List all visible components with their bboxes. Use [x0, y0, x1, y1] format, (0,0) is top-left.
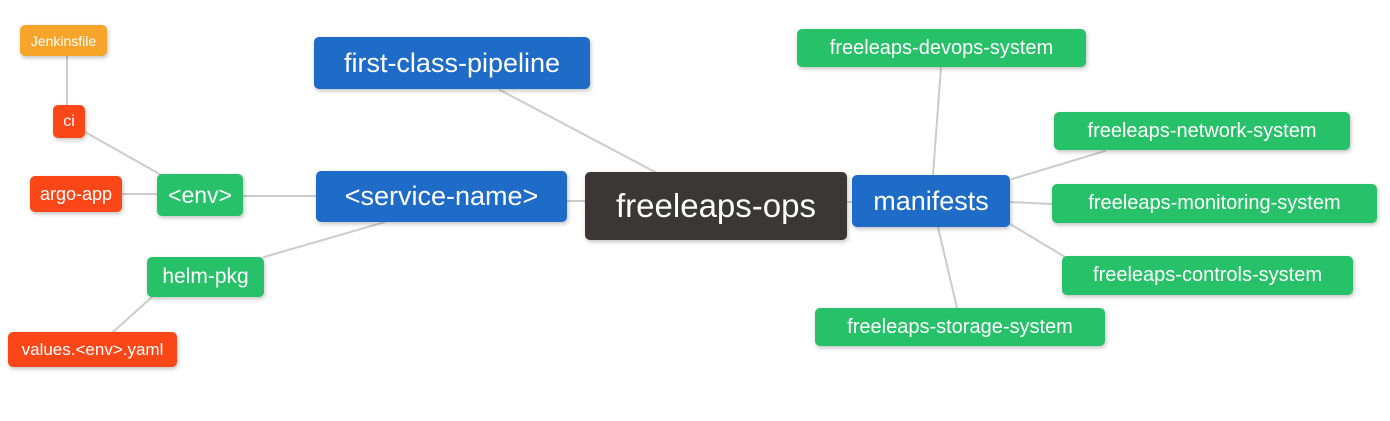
node-freeleaps-monitoring-system[interactable]: freeleaps-monitoring-system: [1052, 184, 1377, 223]
node-freeleaps-ops[interactable]: freeleaps-ops: [585, 172, 847, 240]
edge-first-class-pipeline-to-freeleaps-ops: [499, 89, 656, 173]
node-label: values.<env>.yaml: [21, 339, 164, 359]
node-label: ci: [63, 112, 75, 130]
node-jenkinsfile[interactable]: Jenkinsfile: [20, 25, 107, 56]
node-label: manifests: [873, 185, 989, 216]
node-freeleaps-storage-system[interactable]: freeleaps-storage-system: [815, 308, 1105, 346]
edge-values-env-yaml-to-helm-pkg: [112, 296, 153, 333]
edge-helm-pkg-to-service-name: [263, 221, 386, 258]
node-env[interactable]: <env>: [157, 174, 243, 216]
node-helm-pkg[interactable]: helm-pkg: [147, 257, 264, 297]
node-freeleaps-network-system[interactable]: freeleaps-network-system: [1054, 112, 1350, 150]
node-label: first-class-pipeline: [343, 47, 561, 78]
node-label: freeleaps-storage-system: [847, 315, 1073, 338]
node-ci[interactable]: ci: [53, 105, 85, 138]
node-label: freeleaps-controls-system: [1093, 264, 1322, 286]
edge-manifests-to-freeleaps-devops-system: [932, 66, 942, 176]
node-argo-app[interactable]: argo-app: [30, 176, 122, 212]
node-label: freeleaps-ops: [616, 187, 816, 224]
node-freeleaps-devops-system[interactable]: freeleaps-devops-system: [797, 29, 1086, 67]
edge-manifests-to-freeleaps-network-system: [1011, 150, 1106, 180]
node-label: argo-app: [39, 183, 113, 204]
edge-manifests-to-freeleaps-storage-system: [937, 226, 958, 309]
edge-manifests-to-freeleaps-controls-system: [1009, 223, 1066, 258]
node-label: <env>: [168, 181, 232, 208]
node-freeleaps-controls-system[interactable]: freeleaps-controls-system: [1062, 256, 1353, 295]
node-label: freeleaps-network-system: [1087, 119, 1317, 142]
node-label: <service-name>: [344, 181, 539, 211]
node-label: freeleaps-devops-system: [829, 36, 1054, 59]
node-service-name[interactable]: <service-name>: [316, 171, 567, 222]
edge-ci-to-env: [84, 131, 164, 177]
node-label: helm-pkg: [162, 265, 249, 288]
node-values-env-yaml[interactable]: values.<env>.yaml: [8, 332, 177, 367]
node-label: freeleaps-monitoring-system: [1088, 192, 1341, 214]
node-label: Jenkinsfile: [30, 32, 97, 49]
node-first-class-pipeline[interactable]: first-class-pipeline: [314, 37, 590, 89]
node-manifests[interactable]: manifests: [852, 175, 1010, 227]
edge-manifests-to-freeleaps-monitoring-system: [1009, 201, 1053, 205]
